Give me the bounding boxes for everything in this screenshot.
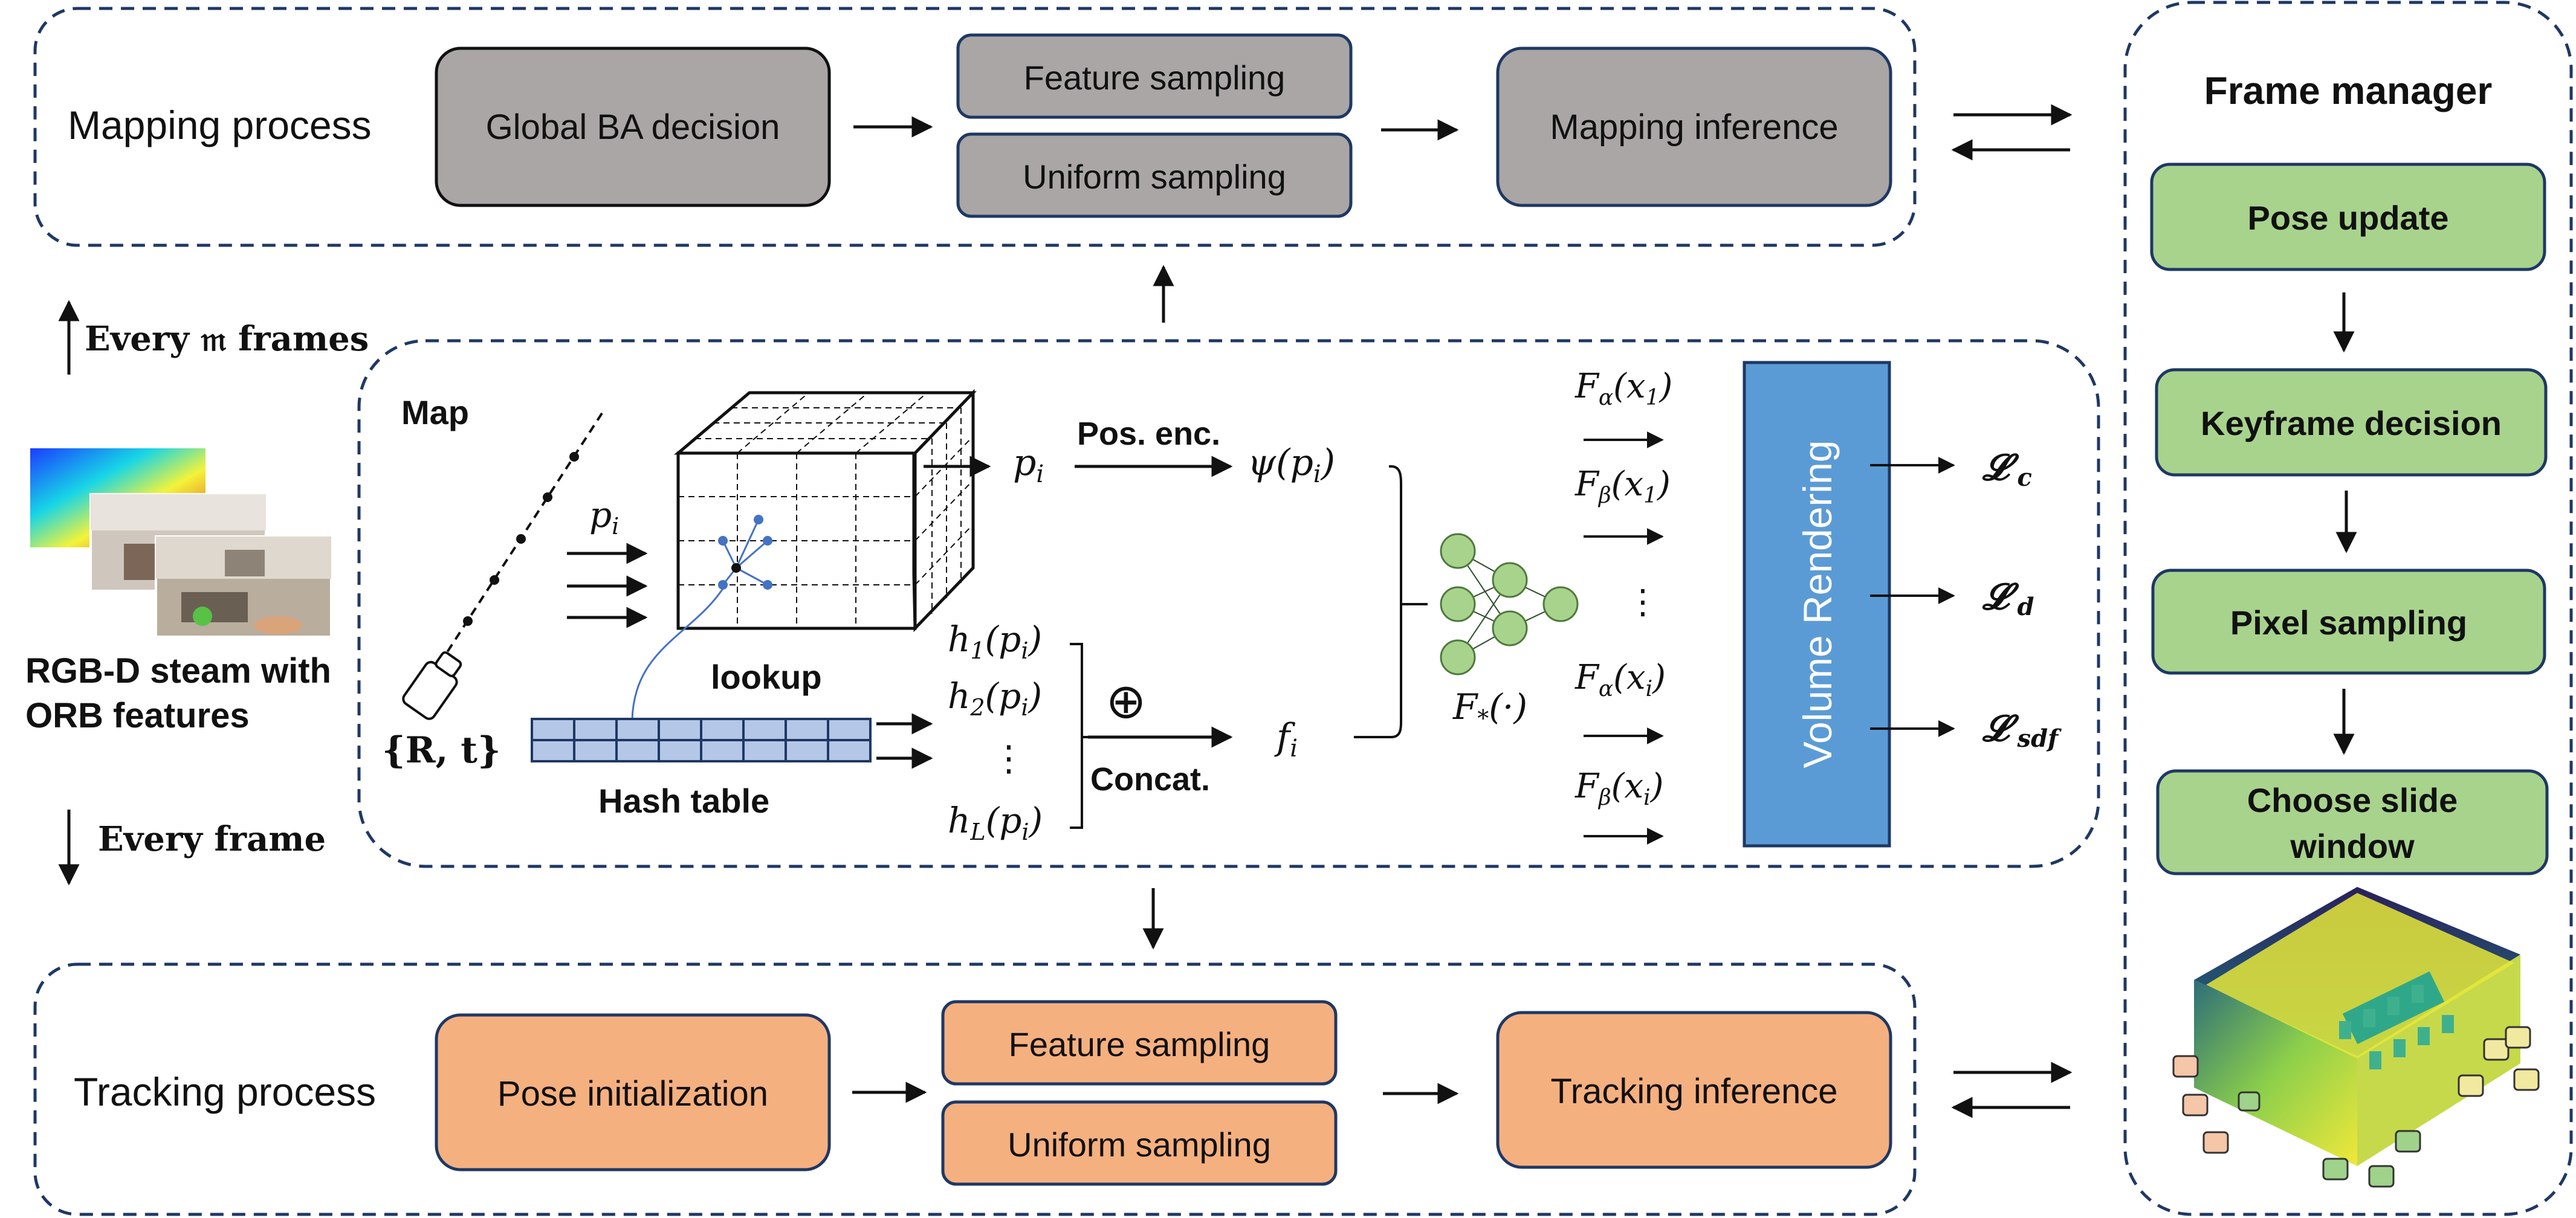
mapping-feature-sampling-box	[956, 33, 1353, 119]
outputs-dots: ⋮	[1626, 582, 1660, 620]
map-panel-border	[357, 339, 2100, 868]
mapping-inference-box	[1496, 47, 1892, 207]
tracking-inference-label: Tracking inference	[1551, 1072, 1838, 1111]
concat-bracket	[1070, 643, 1088, 829]
every-frame-label: Every frame	[98, 819, 326, 859]
f-beta-x1-label: Fβ(x1)	[1574, 465, 1671, 508]
rgb-frame-thumbnails	[89, 493, 332, 638]
fi-label: fi	[1274, 716, 1298, 762]
input-caption-line2: ORB features	[25, 696, 250, 735]
tracking-panel-border	[33, 962, 1917, 1216]
tracking-uniform-sampling-label: Uniform sampling	[1008, 1126, 1271, 1164]
hash-grid-cube	[674, 388, 977, 633]
pi-label-left: pi	[589, 494, 619, 540]
pi-label-right: pi	[1013, 442, 1044, 488]
psi-label: ψ(pi)	[1248, 442, 1335, 488]
mapping-uniform-sampling-label: Uniform sampling	[1023, 158, 1286, 196]
frame-manager-border	[2123, 1, 2573, 1216]
pos-enc-label: Pos. enc.	[1077, 416, 1220, 452]
f-beta-xi-label: Fβ(xi)	[1574, 767, 1663, 810]
ray-sample-points	[463, 452, 579, 626]
h1-label: h1(pi)	[948, 619, 1042, 664]
volume-rendering-label: Volume Rendering	[1795, 440, 1840, 768]
network-label: F*(·)	[1452, 686, 1527, 732]
pose-update-box	[2150, 163, 2546, 271]
h-dots: ⋮	[991, 739, 1026, 778]
mapping-process-title: Mapping process	[68, 103, 372, 147]
volume-rendering-box	[1743, 361, 1891, 848]
choose-slide-window-label-1: Choose slide	[2247, 781, 2458, 819]
h2-label: h2(pi)	[948, 675, 1042, 721]
pixel-sampling-box	[2151, 569, 2546, 675]
tracking-process-title: Tracking process	[74, 1069, 376, 1114]
psi-bracket	[1389, 465, 1428, 605]
tracking-inference-box	[1496, 1011, 1892, 1169]
hash-table	[531, 718, 872, 762]
pose-initialization-box	[435, 1013, 831, 1171]
pose-update-label: Pose update	[2248, 199, 2449, 237]
mapping-feature-sampling-label: Feature sampling	[1024, 59, 1286, 97]
loss-c-label: 𝓛 c	[1982, 446, 2032, 492]
rgbd-input-stream: Every 𝔪 frames RGB-D steam with ORB feat…	[25, 300, 369, 886]
oplus-symbol: ⊕	[1105, 674, 1146, 728]
input-caption-line1: RGB-D steam with	[25, 651, 331, 691]
choose-slide-window-label-2: window	[2290, 827, 2415, 865]
reconstructed-room-illustration	[2172, 887, 2540, 1188]
f-alpha-x1-label: Fα(x1)	[1574, 367, 1672, 410]
keyframe-decision-label: Keyframe decision	[2201, 404, 2502, 442]
pose-label: {R, t}	[382, 729, 501, 772]
fi-bracket	[1354, 604, 1402, 738]
f-alpha-xi-label: Fα(xi)	[1574, 658, 1666, 701]
global-ba-decision-label: Global BA decision	[486, 108, 780, 147]
tracking-feature-sampling-label: Feature sampling	[1009, 1025, 1270, 1063]
choose-slide-window-box	[2156, 769, 2549, 875]
map-panel: Map {R, t} pi	[357, 265, 2100, 950]
mapping-process-panel: Mapping process Global BA decision Featu…	[33, 7, 1917, 247]
hL-label: hL(pi)	[948, 800, 1043, 845]
camera-icon	[402, 651, 462, 720]
pixel-sampling-label: Pixel sampling	[2230, 604, 2467, 642]
tracking-feature-sampling-box	[941, 1000, 1338, 1086]
map-title: Map	[401, 393, 469, 431]
frame-manager-panel: Frame manager Pose update Keyframe decis…	[2123, 1, 2573, 1216]
global-ba-decision-box	[435, 47, 831, 207]
hash-table-label: Hash table	[598, 782, 769, 820]
mapping-panel-border	[33, 7, 1917, 247]
camera-poses	[2172, 1026, 2540, 1188]
every-m-frames-label: Every 𝔪 frames	[85, 319, 369, 359]
lookup-label: lookup	[711, 658, 822, 696]
loss-sdf-label: 𝓛 sdf	[1982, 707, 2062, 753]
tracking-process-panel: Tracking process Pose initialization Fea…	[33, 962, 1917, 1216]
mlp-network-icon	[1440, 533, 1579, 675]
concat-label: Concat.	[1090, 761, 1210, 798]
pose-initialization-label: Pose initialization	[497, 1074, 768, 1113]
tracking-uniform-sampling-box	[941, 1100, 1338, 1186]
keyframe-decision-box	[2155, 368, 2548, 477]
frame-manager-title: Frame manager	[2204, 69, 2493, 112]
loss-d-label: 𝓛 d	[1982, 576, 2034, 621]
lookup-curve	[631, 584, 727, 720]
mapping-inference-label: Mapping inference	[1550, 108, 1838, 147]
mapping-uniform-sampling-box	[956, 132, 1353, 218]
